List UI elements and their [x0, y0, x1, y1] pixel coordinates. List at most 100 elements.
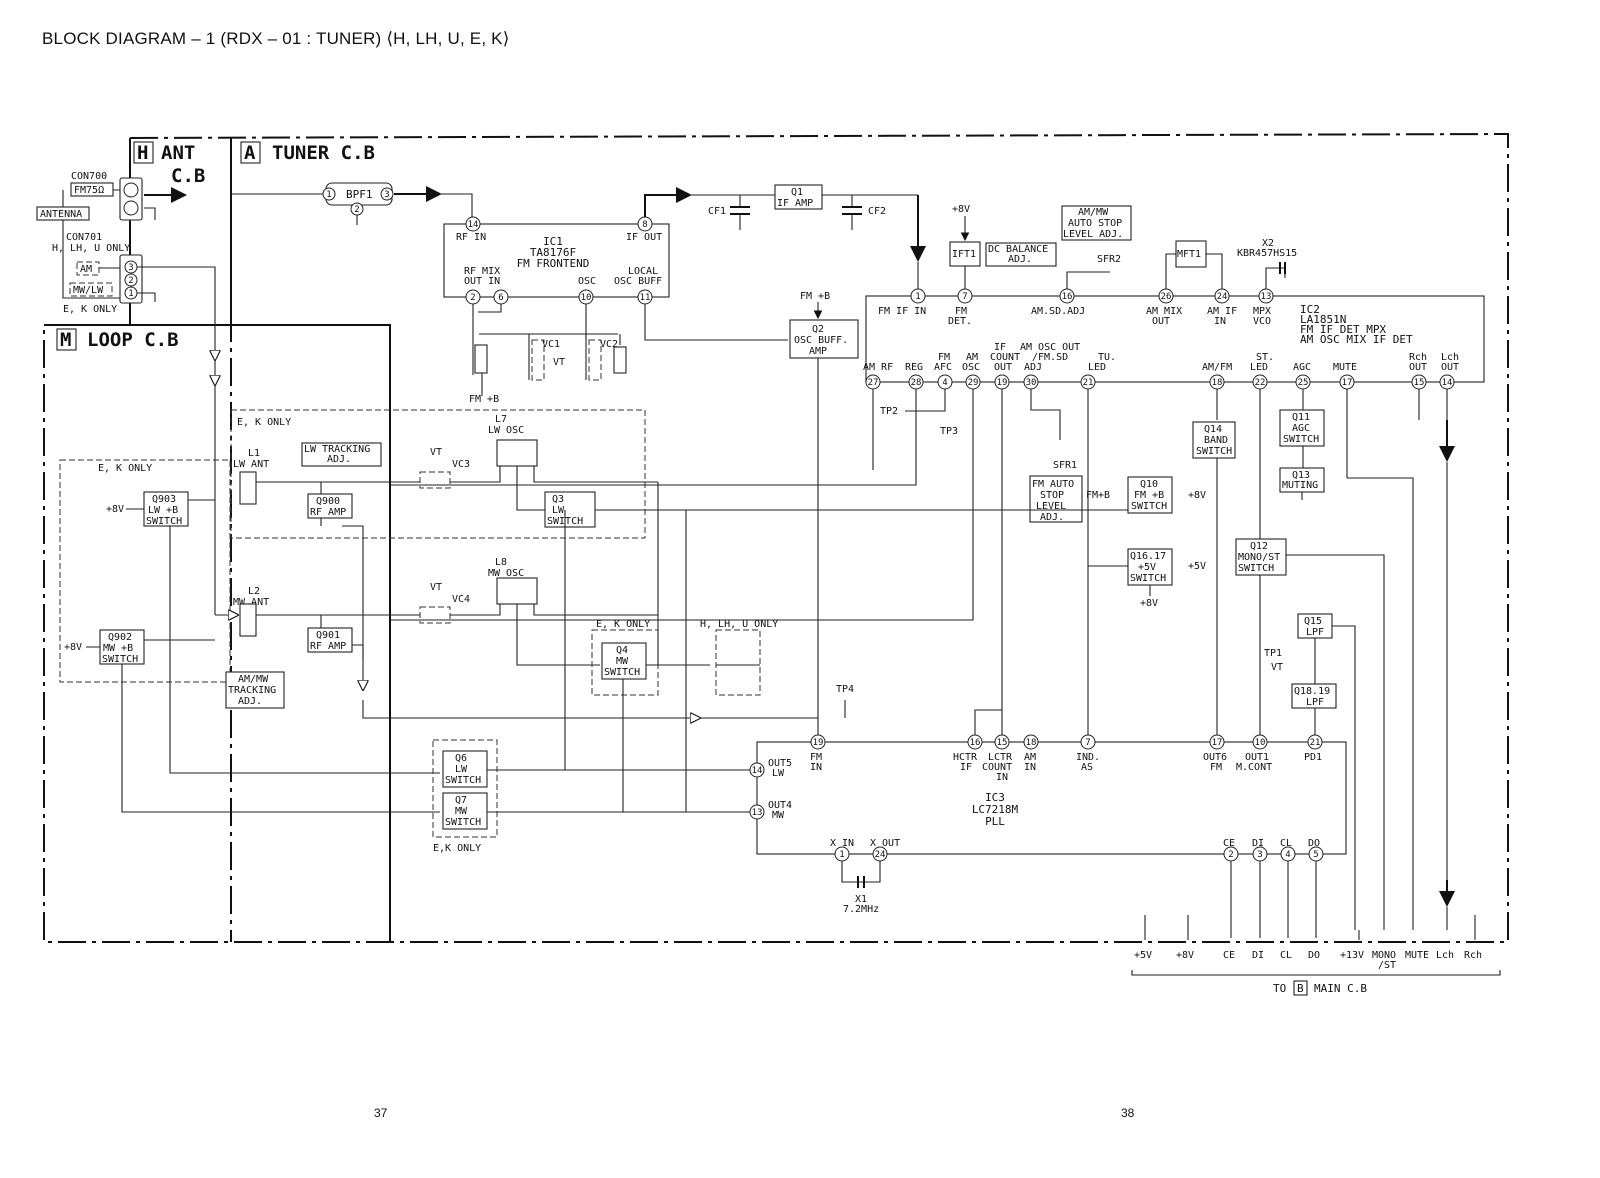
- svg-text:A: A: [244, 142, 256, 164]
- svg-text:Q7: Q7: [455, 795, 467, 806]
- svg-text:OSC: OSC: [962, 362, 980, 373]
- svg-text:KBR457HS15: KBR457HS15: [1237, 248, 1297, 259]
- svg-text:H, LH, U ONLY: H, LH, U ONLY: [700, 619, 778, 630]
- svg-text:OUT4: OUT4: [768, 800, 792, 811]
- svg-text:VCO: VCO: [1253, 316, 1271, 327]
- bpf1-block: BPF1 1 2 3: [231, 182, 473, 225]
- svg-text:LEVEL ADJ.: LEVEL ADJ.: [1063, 229, 1123, 240]
- svg-text:DC BALANCE: DC BALANCE: [988, 244, 1048, 255]
- svg-text:IF: IF: [960, 762, 972, 773]
- svg-text:SWITCH: SWITCH: [1130, 573, 1166, 584]
- ic3-block: IC3 LC7218M PLL 19 16 15 18 7 17 10 21 F…: [749, 566, 1347, 938]
- main-cb-connector: +5V +8V CE DI CL DO +13V MONO /ST MUTE L…: [1131, 915, 1501, 996]
- svg-text:PD1: PD1: [1304, 752, 1322, 763]
- svg-text:L1: L1: [248, 448, 260, 459]
- svg-text:Q6: Q6: [455, 753, 467, 764]
- svg-text:Q903: Q903: [152, 494, 176, 505]
- svg-text:SFR2: SFR2: [1097, 254, 1121, 265]
- svg-text:+13V: +13V: [1340, 950, 1364, 961]
- svg-text:FM IF DET MPX: FM IF DET MPX: [1300, 323, 1386, 336]
- svg-text:ADJ.: ADJ.: [327, 454, 351, 465]
- svg-text:X IN: X IN: [830, 838, 854, 849]
- svg-text:TP2: TP2: [880, 406, 898, 417]
- svg-text:OUT: OUT: [1152, 316, 1170, 327]
- svg-text:30: 30: [1026, 378, 1037, 388]
- svg-text:OUT1: OUT1: [1245, 752, 1269, 763]
- svg-text:BPF1: BPF1: [346, 188, 373, 201]
- svg-text:13: 13: [1261, 292, 1272, 302]
- svg-text:MFT1: MFT1: [1177, 249, 1201, 260]
- svg-text:1: 1: [326, 190, 331, 200]
- svg-text:IC3: IC3: [985, 791, 1005, 804]
- ic2-top-peripherals: +8V IFT1 DC BALANCE ADJ. AM/MW AUTO STOP…: [949, 204, 1297, 289]
- svg-text:Q14: Q14: [1204, 424, 1222, 435]
- svg-text:TP4: TP4: [836, 684, 854, 695]
- svg-text:CL: CL: [1280, 838, 1292, 849]
- svg-text:LW: LW: [455, 764, 468, 775]
- svg-text:IC2: IC2: [1300, 303, 1320, 316]
- svg-text:DET.: DET.: [948, 316, 972, 327]
- svg-text:3: 3: [1257, 850, 1262, 860]
- svg-text:FM IF IN: FM IF IN: [878, 306, 926, 317]
- svg-text:VC1: VC1: [542, 339, 560, 350]
- svg-text:15: 15: [1414, 378, 1425, 388]
- svg-text:VT: VT: [553, 357, 565, 368]
- svg-text:VC4: VC4: [452, 594, 470, 605]
- svg-text:IN: IN: [810, 762, 822, 773]
- svg-text:LA1851N: LA1851N: [1300, 313, 1346, 326]
- svg-text:X1: X1: [855, 894, 867, 905]
- ic1-block: IC1 TA8176F FM FRONTEND RF IN IF OUT RF …: [443, 216, 788, 405]
- svg-text:AM: AM: [966, 352, 978, 363]
- svg-text:SFR1: SFR1: [1053, 460, 1077, 471]
- svg-text:TRACKING: TRACKING: [228, 685, 276, 696]
- svg-text:ADJ.: ADJ.: [1040, 512, 1064, 523]
- svg-text:+5V: +5V: [1188, 561, 1206, 572]
- svg-text:MW: MW: [455, 806, 468, 817]
- svg-text:FM75Ω: FM75Ω: [74, 185, 104, 196]
- svg-text:Q13: Q13: [1292, 470, 1310, 481]
- svg-text:SWITCH: SWITCH: [1196, 446, 1232, 457]
- svg-text:RF AMP: RF AMP: [310, 507, 346, 518]
- svg-text:OUT: OUT: [994, 362, 1012, 373]
- svg-text:OUT6: OUT6: [1203, 752, 1227, 763]
- svg-text:7: 7: [962, 292, 967, 302]
- ic2-bottom-peripherals: TP2 TP3 SFR1 FM AUTO STOP LEVEL ADJ. Q14…: [390, 389, 1455, 930]
- svg-text:Q18.19: Q18.19: [1294, 686, 1330, 697]
- svg-text:ANTENNA: ANTENNA: [40, 209, 82, 220]
- svg-text:SWITCH: SWITCH: [102, 654, 138, 665]
- svg-text:13: 13: [752, 808, 763, 818]
- svg-text:OSC BUFF: OSC BUFF: [614, 276, 662, 287]
- svg-text:7: 7: [1085, 738, 1090, 748]
- svg-text:17: 17: [1342, 378, 1353, 388]
- page-number-left: 37: [374, 1106, 388, 1120]
- svg-text:FM +B: FM +B: [800, 291, 830, 302]
- svg-text:CON700: CON700: [71, 171, 107, 182]
- svg-text:18: 18: [1212, 378, 1223, 388]
- svg-text:DO: DO: [1308, 838, 1320, 849]
- svg-text:H, LH, U ONLY: H, LH, U ONLY: [52, 243, 130, 254]
- svg-text:15: 15: [997, 738, 1008, 748]
- svg-text:C.B: C.B: [171, 165, 205, 187]
- svg-text:IN: IN: [996, 772, 1008, 783]
- svg-text:24: 24: [875, 850, 886, 860]
- svg-text:LOCAL: LOCAL: [628, 266, 658, 277]
- svg-text:21: 21: [1310, 738, 1321, 748]
- page-title: BLOCK DIAGRAM – 1 (RDX – 01 : TUNER) ⟨H,…: [42, 29, 510, 48]
- svg-text:TP1: TP1: [1264, 648, 1282, 659]
- svg-text:SWITCH: SWITCH: [1131, 501, 1167, 512]
- svg-text:/ST: /ST: [1378, 960, 1396, 971]
- svg-text:Rch: Rch: [1409, 352, 1427, 363]
- svg-text:E, K ONLY: E, K ONLY: [98, 463, 152, 474]
- svg-text:CE: CE: [1223, 838, 1235, 849]
- svg-text:ADJ: ADJ: [1024, 362, 1042, 373]
- svg-text:RF AMP: RF AMP: [310, 641, 346, 652]
- svg-text:+8V: +8V: [1188, 490, 1206, 501]
- svg-text:RF IN: RF IN: [456, 232, 486, 243]
- svg-text:AMP: AMP: [809, 346, 827, 357]
- svg-text:VT: VT: [430, 582, 442, 593]
- svg-text:M.CONT: M.CONT: [1236, 762, 1272, 773]
- svg-text:AFC: AFC: [934, 362, 952, 373]
- svg-text:L8: L8: [495, 557, 507, 568]
- svg-text:FM: FM: [938, 352, 950, 363]
- q2-osc-buff-amp: FM +B Q2 OSC BUFF. AMP: [789, 291, 859, 742]
